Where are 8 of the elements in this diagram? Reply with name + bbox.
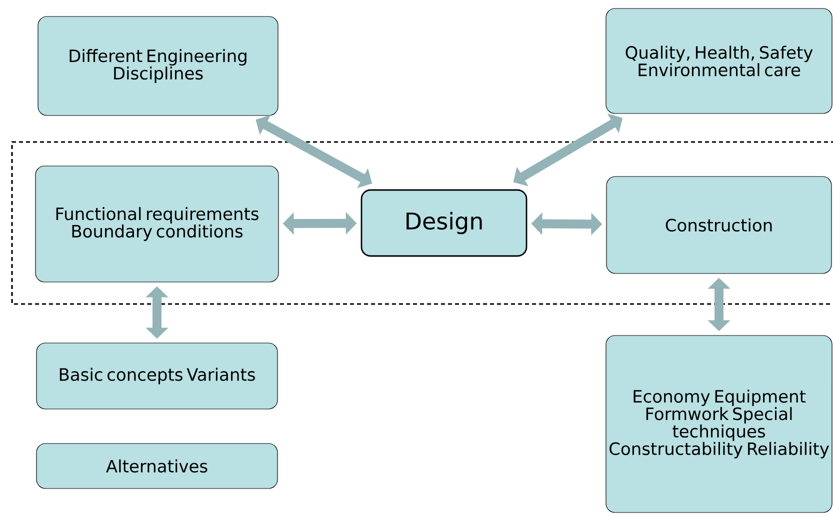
text-box: Construction — [606, 176, 832, 274]
text-box: Alternatives — [36, 443, 278, 489]
text-box: Design — [360, 189, 528, 257]
text-box: Economy Equipment Formwork Special techniques Constructability Reliability — [606, 335, 832, 513]
text-box: Different Engineering Disciplines — [38, 16, 278, 116]
text-box: Quality, Health, Safety Environmental care — [606, 8, 832, 114]
text-box: Basic concepts Variants — [36, 342, 278, 410]
text-box: Functional requirements Boundary conditions — [35, 166, 279, 282]
